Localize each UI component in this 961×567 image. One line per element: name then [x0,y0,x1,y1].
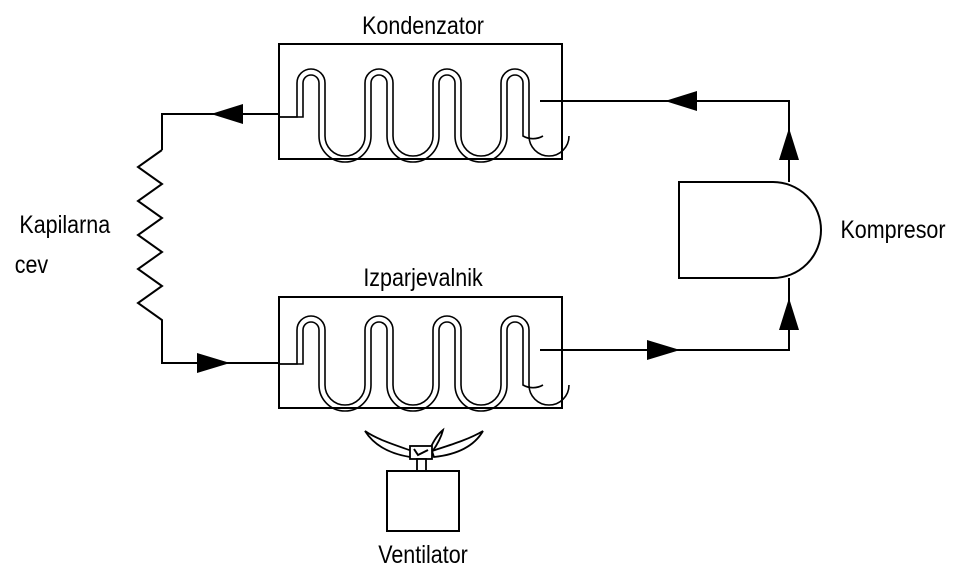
compressor: Kompresor [678,181,946,279]
flow-arrow-left-top [211,104,243,124]
capillary-tube: Kapilarna cev [15,149,164,325]
condenser-box [278,43,563,160]
fan-blade-top [428,427,445,454]
pipe-evaporator-to-compressor [540,278,790,351]
flow-arrow-right-evaporator-inlet [197,353,230,373]
condenser-coil-inner [279,74,544,163]
pipe-condenser-to-capillary [161,113,279,150]
fan-shaft [416,458,427,472]
compressor-label: Kompresor [840,215,945,243]
pipe-compressor-to-condenser [540,100,790,182]
capillary-zigzag [136,149,164,325]
evaporator: Izparjevalnik [278,263,570,412]
flow-arrow-right-evaporator-outlet [647,340,680,360]
fan-hub-detail [413,448,429,457]
fan-motor [386,470,460,532]
flow-arrow-up-discharge [779,128,799,160]
condenser: Kondenzator [278,11,570,163]
fan: Ventilator [364,427,484,567]
flow-arrow-left-condenser-inlet [665,91,697,111]
flow-arrow-up-suction [779,298,799,330]
fan-blade-left [364,430,414,459]
evaporator-coil-inner [279,321,544,412]
fan-blade-right [430,430,484,458]
capillary-label-line2: cev [15,250,49,278]
evaporator-label: Izparjevalnik [363,263,483,291]
capillary-label-line1: Kapilarna [19,210,110,238]
condenser-coil-outer [279,68,570,157]
fan-label: Ventilator [378,540,468,567]
evaporator-box [278,296,563,409]
evaporator-coil-outer [279,315,570,406]
condenser-label: Kondenzator [362,11,484,39]
compressor-body [678,181,822,279]
pipe-capillary-to-evaporator [161,325,279,364]
